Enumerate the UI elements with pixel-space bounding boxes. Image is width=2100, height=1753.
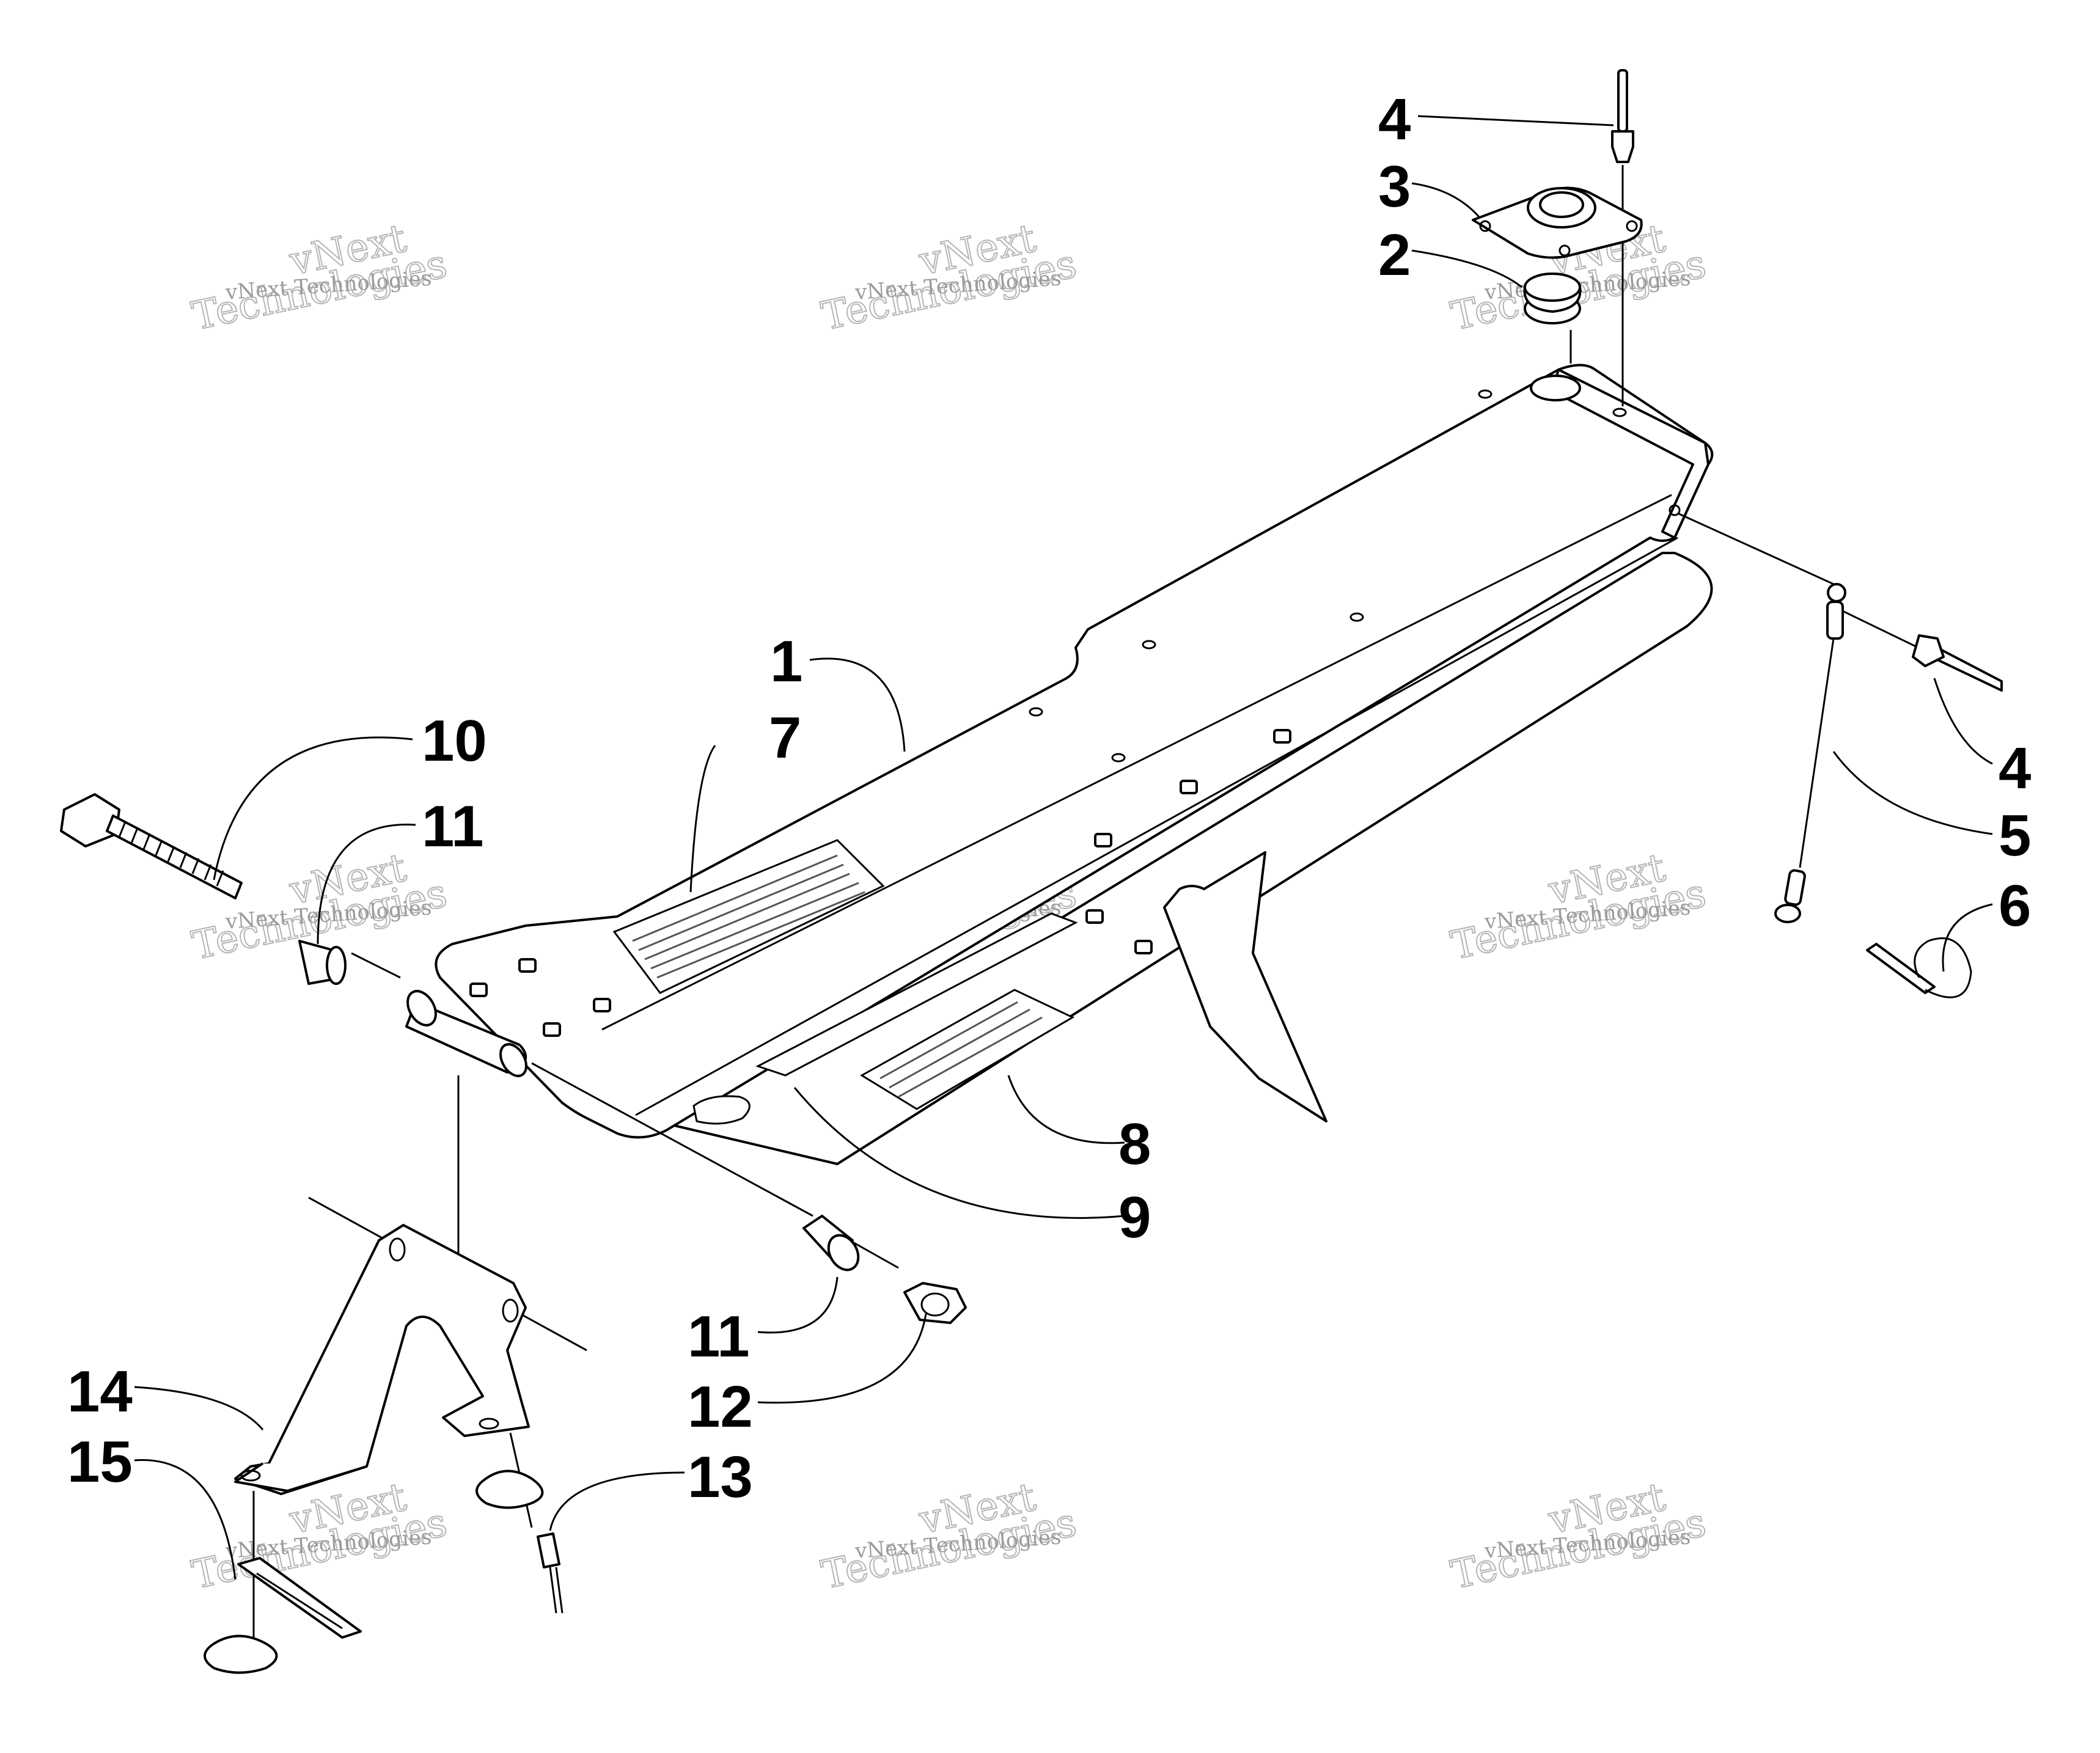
callout-11-top: 11 — [422, 794, 483, 859]
flange-nut — [903, 1282, 967, 1324]
callout-10: 10 — [422, 708, 487, 774]
callout-13: 13 — [688, 1444, 753, 1510]
callout-labels: 4 3 2 1 7 4 5 6 10 11 8 9 11 12 13 14 15 — [67, 87, 2031, 1510]
panel-studs — [469, 729, 1291, 1037]
star-washer-bottom — [204, 1634, 278, 1674]
rivet-bottom — [537, 1532, 564, 1614]
callout-4-top: 4 — [1378, 87, 1411, 152]
panel-fold-line-2 — [635, 536, 1678, 1116]
rivet-top — [1611, 69, 1634, 163]
lanyard-cable — [1774, 583, 1846, 923]
callout-7: 7 — [769, 705, 801, 770]
decal-7 — [612, 839, 885, 994]
callout-15: 15 — [67, 1429, 133, 1495]
callout-11-bottom: 11 — [688, 1304, 749, 1369]
bolt — [60, 793, 243, 899]
leader-lines — [134, 115, 1993, 1580]
slide-plate — [237, 1557, 362, 1639]
callout-2: 2 — [1378, 222, 1411, 288]
decal-9 — [692, 912, 1078, 1125]
bushing-top — [298, 940, 347, 985]
panel-hole-grommet — [1530, 375, 1581, 401]
callout-3: 3 — [1378, 154, 1411, 219]
callout-6: 6 — [1999, 873, 2031, 939]
callout-8: 8 — [1118, 1111, 1151, 1177]
callout-1: 1 — [770, 629, 802, 694]
callout-5: 5 — [1999, 803, 2031, 868]
callout-14: 14 — [67, 1359, 133, 1424]
decal-8 — [860, 989, 1075, 1110]
callout-9: 9 — [1118, 1185, 1151, 1250]
panel-side-skirt — [616, 552, 1713, 1165]
hitch-pin — [1866, 937, 1972, 998]
panel-holes — [1029, 389, 1681, 763]
panel-fold-line-1 — [601, 494, 1672, 1031]
flange-plate — [1472, 186, 1643, 259]
callout-12: 12 — [688, 1374, 753, 1440]
chassis-panel — [405, 364, 1714, 1165]
callout-4-right: 4 — [1999, 736, 2031, 801]
grommet — [1523, 273, 1582, 324]
star-washer-top — [475, 1469, 544, 1509]
mounting-bracket — [234, 1224, 530, 1495]
panel-top-surface — [435, 364, 1714, 1139]
panel-front-fold — [1163, 851, 1327, 1122]
rivet-right — [1912, 634, 2003, 692]
pivot-tube — [405, 990, 527, 1077]
bushing-bottom — [802, 1215, 860, 1272]
